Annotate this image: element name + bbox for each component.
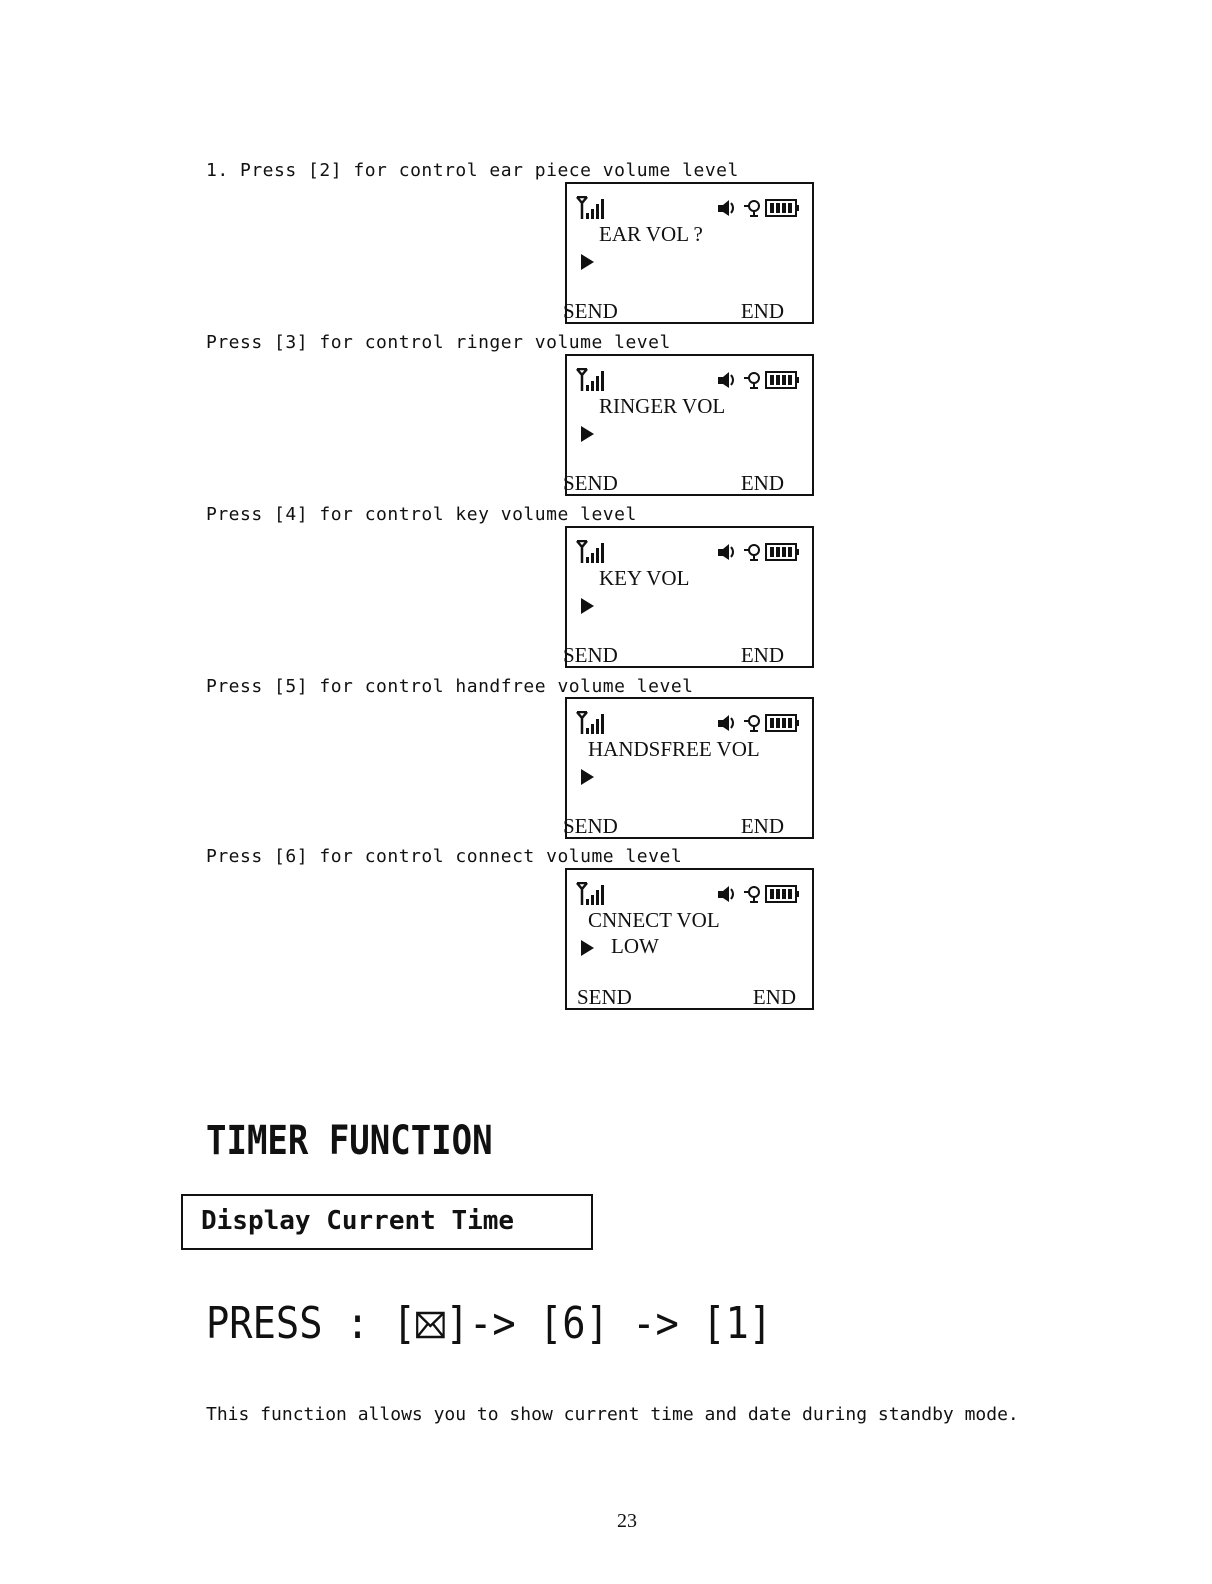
signal-strength-icon [576, 711, 604, 734]
speaker-icon [718, 886, 734, 902]
key-lock-icon [744, 715, 760, 732]
end-softkey: END [740, 814, 784, 838]
speaker-icon [718, 372, 734, 388]
instruction-handfree-volume: Press [5] for control handfree volume le… [206, 676, 694, 697]
instruction-key-volume: Press [4] for control key volume level [206, 504, 637, 525]
key-lock-icon [744, 886, 760, 903]
screen-label: EAR VOL ? [599, 222, 703, 246]
end-softkey: END [740, 471, 784, 495]
signal-strength-icon [576, 540, 604, 563]
signal-strength-icon [576, 882, 604, 905]
screen-label: KEY VOL [599, 566, 690, 590]
send-softkey: SEND [577, 985, 632, 1009]
end-softkey: END [740, 643, 784, 667]
screen-value: LOW [611, 934, 659, 958]
key-lock-icon [744, 372, 760, 389]
selection-arrow-icon [581, 598, 594, 614]
section-title: TIMER FUNCTION [206, 1118, 493, 1164]
speaker-icon [718, 544, 734, 560]
end-softkey: END [752, 985, 796, 1009]
battery-icon [765, 714, 799, 732]
key-lock-icon [744, 200, 760, 217]
speaker-icon [718, 715, 734, 731]
battery-icon [765, 371, 799, 389]
selection-arrow-icon [581, 769, 594, 785]
send-softkey: SEND [563, 814, 618, 838]
selection-arrow-icon [581, 254, 594, 270]
subtitle: Display Current Time [201, 1206, 515, 1236]
instruction-connect-volume: Press [6] for control connect volume lev… [206, 846, 683, 867]
selection-arrow-icon [581, 940, 594, 956]
screen-label: HANDSFREE VOL [588, 737, 760, 761]
phone-screen-handsfree-volume: HANDSFREE VOL SEND END [563, 697, 814, 839]
selection-arrow-icon [581, 426, 594, 442]
instruction-ringer-volume: Press [3] for control ringer volume leve… [206, 332, 671, 353]
send-softkey: SEND [563, 471, 618, 495]
page-number: 23 [617, 1510, 637, 1532]
send-softkey: SEND [563, 299, 618, 323]
screen-label: RINGER VOL [599, 394, 726, 418]
signal-strength-icon [576, 368, 604, 391]
battery-icon [765, 199, 799, 217]
press-prefix: PRESS : [ [206, 1298, 416, 1349]
subtitle-box: Display Current Time [181, 1194, 593, 1250]
instruction-ear-volume: 1. Press [2] for control ear piece volum… [206, 160, 739, 181]
battery-icon [765, 543, 799, 561]
envelope-icon [416, 1311, 446, 1339]
send-softkey: SEND [563, 643, 618, 667]
phone-screen-connect-volume: CNNECT VOL LOW SEND END [565, 868, 814, 1010]
speaker-icon [718, 200, 734, 216]
screen-label: CNNECT VOL [588, 908, 720, 932]
signal-strength-icon [576, 196, 604, 219]
phone-screen-ringer-volume: RINGER VOL SEND END [563, 354, 814, 496]
press-sequence: PRESS : [ ]-> [6] -> [1] [206, 1298, 772, 1349]
phone-screen-ear-volume: EAR VOL ? SEND END [563, 182, 814, 324]
key-lock-icon [744, 544, 760, 561]
battery-icon [765, 885, 799, 903]
description: This function allows you to show current… [206, 1404, 1019, 1425]
press-suffix: ]-> [6] -> [1] [445, 1298, 773, 1349]
phone-screen-key-volume: KEY VOL SEND END [563, 526, 814, 668]
end-softkey: END [740, 299, 784, 323]
